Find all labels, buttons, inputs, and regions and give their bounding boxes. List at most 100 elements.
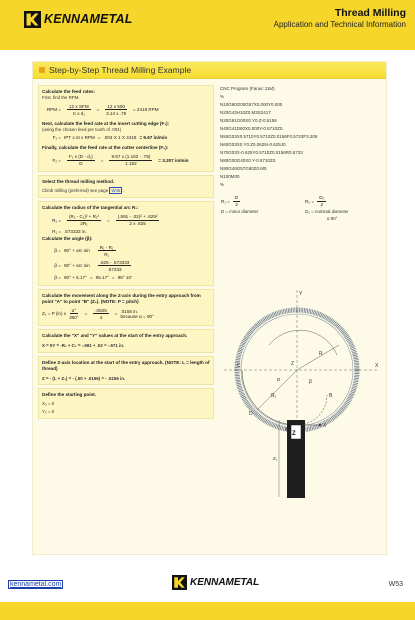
zaxis-num-2: .0625 [93, 307, 109, 315]
angle-lhs-3: β = [54, 274, 61, 280]
r1-label: D = minor diameter [221, 209, 259, 214]
rpm-num-1: 12 x SFM [67, 103, 91, 111]
next-line: (using the chosen feed per tooth of .004… [42, 126, 122, 132]
thread-ring [234, 307, 360, 433]
f1-lhs: F₁ = [52, 135, 61, 141]
rd-lhs: R₀ = [305, 198, 315, 204]
rpm-result: = 2418 RPM [132, 107, 159, 113]
label-r: R [319, 351, 323, 357]
feed-heading: Calculate the feed rates: [42, 89, 96, 94]
r1-num: D [232, 195, 241, 202]
section-bullet-icon [39, 67, 45, 73]
kennametal-logo-icon [24, 10, 41, 28]
f2-den-1: D [79, 161, 83, 167]
label-c: C [237, 363, 241, 369]
label-z1: Z₁ [273, 456, 278, 461]
start-x: X₀ = 0 [42, 401, 55, 407]
label-y: Y [299, 291, 303, 297]
f2-result: = 3.207 in/min [158, 157, 189, 163]
xy-equation: X = 0Y = -R₁ + C₁ = -.591 + .02 = -.571 … [42, 342, 125, 348]
zaxis-eq-sign: = [84, 311, 88, 317]
label-b: B [329, 393, 333, 399]
footer-brand: KENNAMETAL [190, 577, 260, 588]
page-title: Thread Milling [334, 7, 406, 19]
label-beta: β [309, 379, 312, 385]
f2-num-1: F₁ x (D - d₁) [67, 154, 95, 161]
r1-lhs: R₁ = [221, 198, 230, 204]
tool-z-label: Z [292, 431, 296, 437]
zaxis-block: Calculate the movement along the Z-axis … [38, 288, 214, 326]
kennametal-logo: KENNAMETAL [24, 9, 133, 29]
cnc-line: N30G91G00X0.Y0.Z-0.5156 [220, 118, 277, 123]
cnc-title: CNC Program (Fanuc 11M) [220, 86, 275, 91]
rd-num: D₀ [317, 195, 327, 202]
f2-equation: F₂ = F₁ x (D - d₁)D = 9.67 x (1.182 - .7… [42, 154, 210, 166]
radius-block: Calculate the radius of the tangential a… [38, 201, 214, 286]
rd-den: 2 [320, 202, 324, 207]
final-heading: Finally, calculate the feed rate at the … [42, 145, 169, 151]
start-heading: Define the starting point. [42, 392, 97, 398]
r1-den: 2 [235, 202, 238, 207]
kennametal-logo-icon [172, 575, 187, 590]
zaxis-den-2: 4 [99, 314, 103, 320]
website-link[interactable]: kennametal.com [8, 580, 64, 589]
f1-mid: IPT x nt x RPM [64, 135, 95, 141]
radius-res-lhs: R₁ = [52, 229, 61, 234]
bottom-bar [0, 602, 415, 620]
radius-den-2: 2 x .625 [129, 221, 146, 226]
zaxis-lhs: Z₁ = P (in) x [42, 311, 67, 317]
zaxis-result: .0156 in. [120, 308, 139, 314]
angle-eq-3: β = 90° + 5.17° = 95.17° = 95° 10' [42, 275, 210, 280]
header-title-block: Thread Milling Application and Technical… [274, 7, 406, 29]
f2-lhs: F₂ = [52, 157, 61, 163]
angle-lhs-1: β = [54, 248, 61, 254]
xy-block: Calculate the "X" and "Y" values at the … [38, 328, 214, 353]
section-title: Step-by-Step Thread Milling Example [49, 65, 192, 75]
method-line-end: . [122, 188, 124, 194]
label-alpha: α [277, 377, 280, 383]
cnc-line: N10G90G00G57X0.000Y0.000 [220, 102, 283, 107]
angle-eq-sign-2: = [112, 274, 115, 280]
zstart-heading: Define Z-axis location at the start of t… [42, 359, 210, 371]
cnc-line: N40G41D60X0.000Y-0.5710Z0. [220, 126, 284, 131]
radius-arc [268, 330, 338, 356]
radius-lhs: R₁ = [52, 217, 61, 223]
label-x: X [375, 363, 379, 369]
calculation-column: Calculate the feed rates: First, find th… [38, 85, 214, 422]
rd-label: D₀ = nominal diameter [305, 209, 349, 214]
angle-eq-2: β = 90° + arc sin .625 - .573333.57333 [42, 260, 210, 272]
tool-x-label: X [323, 423, 327, 429]
zaxis-den-1: 360° [69, 314, 79, 320]
angle-result: 95° 10' [117, 274, 132, 280]
f1-result: = 9.67 in/min [139, 135, 168, 141]
start-block: Define the starting point. X₀ = 0 Y₀ = 0 [38, 388, 214, 419]
cnc-line: N60G03X0.Y0.Z0.0625I-0.625J0. [220, 142, 287, 147]
arrow-head-icon [319, 423, 322, 427]
cnc-line: N100M30 [220, 174, 240, 179]
alpha-label: α 90° [327, 216, 338, 221]
page-ref-link[interactable]: W46 [109, 187, 123, 195]
f1-eq: = [97, 135, 101, 141]
cnc-line: % [220, 94, 225, 99]
f1-val: .004 X 1 X 2418 [103, 135, 137, 141]
radius-heading: Calculate the radius of the tangential a… [42, 205, 139, 211]
angle-frac-2: .625 - .573333.57333 [97, 260, 132, 272]
brand-name: KENNAMETAL [44, 12, 133, 26]
radius-result: .573333 in. [64, 229, 87, 234]
cnc-line: N70G03X-0.625Y0.5710Z0.0156R0.5733 [220, 150, 303, 155]
feed-line: First, find the RPM. [42, 94, 80, 100]
label-z: Z [291, 361, 294, 367]
angle-term-1: 90° + arc sin [64, 248, 90, 254]
start-y: Y₀ = 0 [42, 408, 55, 414]
content-panel: Step-by-Step Thread Milling Example Calc… [32, 61, 387, 555]
zaxis-num-1: α° [69, 307, 79, 315]
tool-insert [290, 424, 302, 440]
angle-den-1: R₁ [104, 251, 110, 257]
angle-term-3: 90° + 5.17° [64, 274, 87, 280]
